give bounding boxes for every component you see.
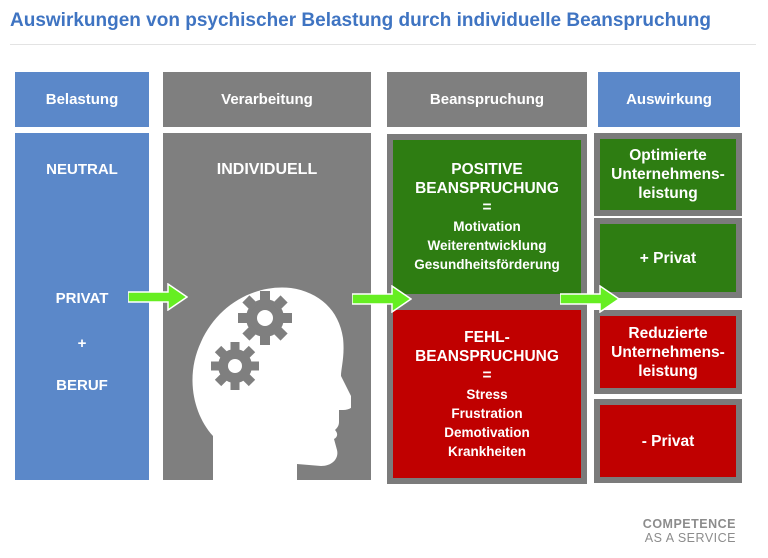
belastung-neutral: NEUTRAL (46, 161, 118, 178)
positive-equals: = (482, 199, 492, 216)
header-belastung: Belastung (15, 72, 149, 127)
reduced-line-3: leistung (638, 362, 698, 380)
optimized-line-3: leistung (638, 185, 698, 202)
negative-detail-frustration: Frustration (451, 405, 523, 421)
reduced-line-1: Reduzierte (628, 324, 708, 342)
negative-detail-krankheiten: Krankheiten (447, 443, 527, 459)
belastung-plus: + (77, 335, 87, 352)
negative-detail-stress: Stress (466, 386, 508, 402)
arrow-verarbeitung-to-beanspruchung (352, 285, 412, 313)
reduced-performance-box: Reduzierte Unternehmens- leistung (600, 316, 736, 388)
header-auswirkung: Auswirkung (598, 72, 740, 127)
negative-title-2: BEANSPRUCHUNG (415, 347, 559, 365)
arrow-beanspruchung-to-auswirkung (560, 285, 620, 313)
plus-privat-label: + Privat (639, 249, 697, 267)
negative-equals: = (482, 366, 492, 384)
arrow-belastung-to-verarbeitung (128, 283, 188, 311)
belastung-privat: PRIVAT (55, 290, 109, 307)
positive-detail-gesundheit: Gesundheitsförderung (414, 257, 560, 272)
negative-detail-demotivation: Demotivation (444, 424, 530, 440)
belastung-beruf: BERUF (56, 377, 108, 394)
positive-detail-weiterentwicklung: Weiterentwicklung (427, 238, 547, 253)
brand-logo: COMPETENCE AS A SERVICE (600, 517, 736, 545)
verarbeitung-label: INDIVIDUELL (216, 161, 318, 178)
minus-privat-label: - Privat (641, 432, 695, 450)
positive-detail-motivation: Motivation (453, 219, 521, 234)
belastung-column: NEUTRAL PRIVAT + BERUF (15, 133, 149, 480)
minus-privat-box: - Privat (600, 405, 736, 477)
reduced-line-2: Unternehmens- (611, 343, 725, 361)
header-verarbeitung: Verarbeitung (163, 72, 371, 127)
fehl-beanspruchung-box: FEHL- BEANSPRUCHUNG = Stress Frustration… (393, 310, 581, 478)
positive-title-2: BEANSPRUCHUNG (415, 180, 559, 197)
optimized-line-2: Unternehmens- (611, 166, 725, 183)
optimized-line-1: Optimierte (629, 147, 707, 164)
plus-privat-box: + Privat (600, 224, 736, 292)
title-divider (10, 44, 756, 45)
negative-title-1: FEHL- (464, 328, 510, 346)
verarbeitung-column: INDIVIDUELL (163, 133, 371, 480)
page-title: Auswirkungen von psychischer Belastung d… (10, 10, 712, 31)
brand-line-1: COMPETENCE (642, 517, 736, 531)
head-with-gears-icon (192, 287, 351, 480)
optimized-performance-box: Optimierte Unternehmens- leistung (600, 139, 736, 210)
positive-beanspruchung-box: POSITIVE BEANSPRUCHUNG = Motivation Weit… (393, 140, 581, 294)
brand-line-2: AS A SERVICE (644, 531, 736, 545)
header-beanspruchung: Beanspruchung (387, 72, 587, 127)
positive-title-1: POSITIVE (451, 161, 523, 178)
